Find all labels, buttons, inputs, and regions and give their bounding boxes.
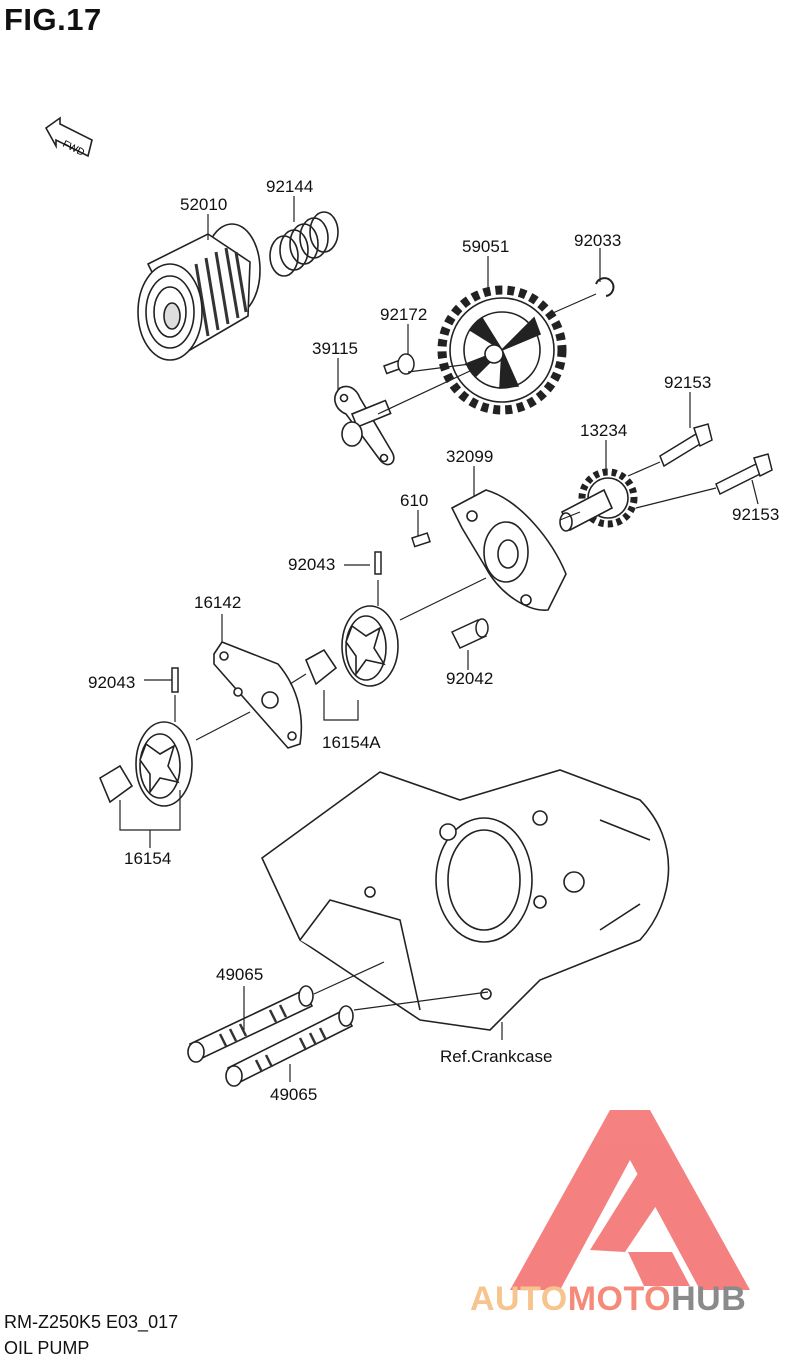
label-16154: 16154 xyxy=(124,849,171,868)
label-92043-upper: 92043 xyxy=(288,555,335,574)
gear-13234 xyxy=(559,468,638,532)
label-16142: 16142 xyxy=(194,593,241,612)
label-52010: 52010 xyxy=(180,195,227,214)
dowel-pin-610 xyxy=(411,532,431,548)
label-16154A: 16154A xyxy=(322,733,381,752)
label-92153-right: 92153 xyxy=(732,505,779,524)
label-92042: 92042 xyxy=(446,669,493,688)
gear-59051 xyxy=(437,285,567,415)
pin-92042 xyxy=(450,618,489,649)
bolt-92172 xyxy=(383,353,415,375)
oil-filter-52010 xyxy=(137,223,261,361)
crankcase-outline xyxy=(260,769,670,1031)
watermark-wordmark: AUTOMOTOHUB xyxy=(470,1280,746,1319)
rotor-16154 xyxy=(98,721,193,807)
shaft-plate-39115 xyxy=(334,385,395,466)
watermark-moto: MOTO xyxy=(567,1280,672,1318)
rotor-16154A xyxy=(304,605,399,687)
screen-pipe-49065-lower xyxy=(225,1005,354,1087)
screen-pipe-49065-upper xyxy=(187,985,314,1063)
bolt-92153-right xyxy=(715,453,773,496)
plate-16142 xyxy=(213,641,303,749)
circlip-92033 xyxy=(595,277,615,297)
label-92033: 92033 xyxy=(574,231,621,250)
watermark-hub: HUB xyxy=(671,1280,747,1318)
figure-title: FIG.17 xyxy=(4,2,102,37)
label-32099: 32099 xyxy=(446,447,493,466)
label-92153-top: 92153 xyxy=(664,373,711,392)
fwd-arrow-icon: FWD xyxy=(44,116,93,159)
label-39115: 39115 xyxy=(312,339,358,358)
footer-figure-name: OIL PUMP xyxy=(4,1338,90,1358)
label-49065-lower: 49065 xyxy=(270,1085,317,1104)
bolt-92153-top xyxy=(659,423,713,468)
label-92172: 92172 xyxy=(380,305,427,324)
label-13234: 13234 xyxy=(580,421,627,440)
part-labels: 52010 92144 59051 92033 92172 39115 9215… xyxy=(88,177,779,1104)
pin-92043-upper xyxy=(374,551,382,575)
spring-92144 xyxy=(269,211,339,277)
label-ref-crankcase: Ref.Crankcase xyxy=(440,1047,552,1066)
label-49065-upper: 49065 xyxy=(216,965,263,984)
pin-92043-lower xyxy=(171,667,179,693)
label-92043-lower: 92043 xyxy=(88,673,135,692)
leader-lines xyxy=(119,196,759,1082)
watermark-auto: AUTO xyxy=(470,1280,568,1318)
footer-model-code: RM-Z250K5 E03_017 xyxy=(4,1312,179,1332)
label-59051: 59051 xyxy=(462,237,509,256)
label-610: 610 xyxy=(400,491,428,510)
label-92144: 92144 xyxy=(266,177,313,196)
pump-body-32099 xyxy=(450,489,567,611)
watermark-logo-icon xyxy=(510,1110,750,1290)
